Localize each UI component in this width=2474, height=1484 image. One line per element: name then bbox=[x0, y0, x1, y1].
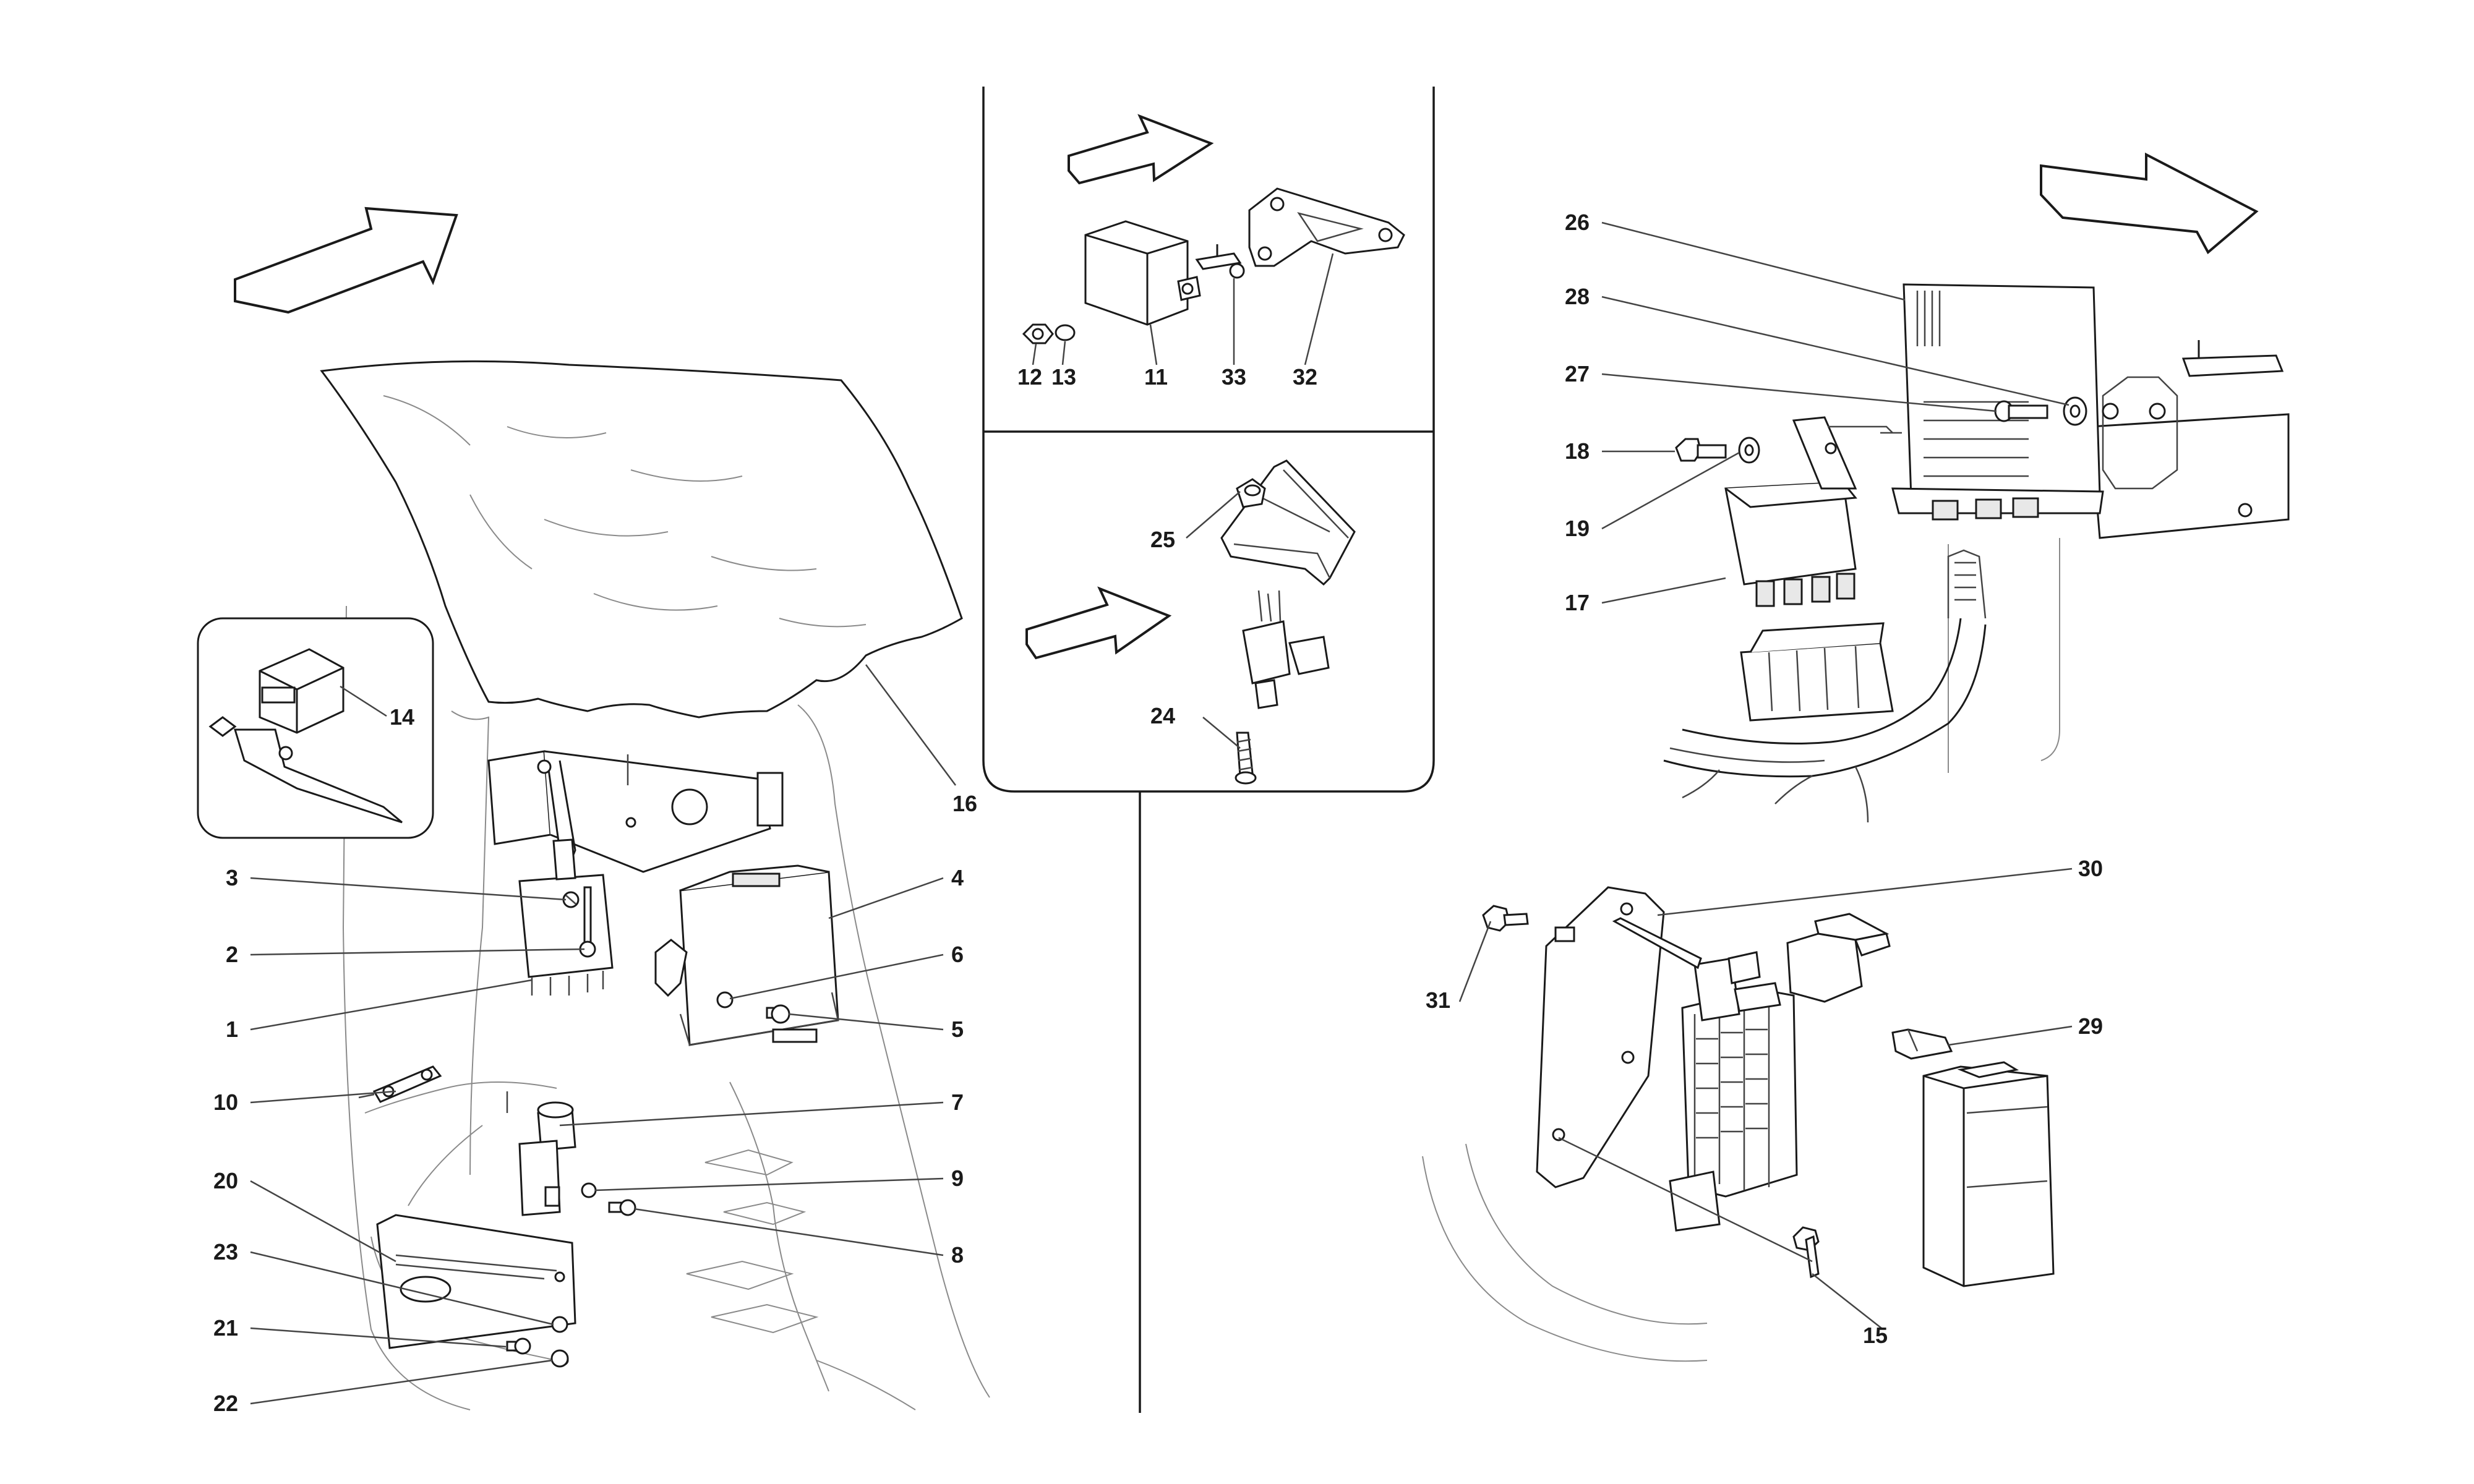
callout-17: 17 bbox=[1565, 590, 1590, 615]
callout-28: 28 bbox=[1565, 284, 1590, 309]
washer-6 bbox=[716, 991, 734, 1009]
callout-13: 13 bbox=[1051, 364, 1076, 390]
callout-2: 2 bbox=[226, 942, 238, 967]
switch-7 bbox=[506, 1091, 636, 1216]
bracket-20 bbox=[376, 1214, 576, 1368]
washer-19 bbox=[1738, 437, 1760, 464]
bracket-32 bbox=[1248, 187, 1405, 267]
top-center-panel bbox=[1022, 187, 1405, 344]
callout-16: 16 bbox=[952, 791, 977, 816]
screw-24 bbox=[1235, 731, 1257, 785]
callout-30: 30 bbox=[2078, 856, 2103, 881]
nut-22 bbox=[550, 1349, 569, 1368]
callout-21: 21 bbox=[213, 1315, 238, 1341]
panel-dividers bbox=[982, 87, 1435, 1413]
relay-bracket-assembly bbox=[487, 750, 784, 996]
direction-arrow-left bbox=[234, 207, 458, 314]
washer-9 bbox=[581, 1182, 597, 1198]
screw-15 bbox=[1792, 1226, 1820, 1279]
fuse-holder bbox=[1786, 913, 1891, 1003]
callout-25: 25 bbox=[1150, 527, 1175, 552]
callout-31: 31 bbox=[1426, 987, 1450, 1013]
callout-8: 8 bbox=[951, 1242, 964, 1268]
callout-3: 3 bbox=[226, 865, 238, 890]
callout-12: 12 bbox=[1017, 364, 1042, 390]
leader-lines bbox=[250, 221, 2073, 1405]
blade-fuse-29 bbox=[1891, 1028, 1953, 1060]
control-unit-26 bbox=[1880, 283, 2104, 521]
stud-33 bbox=[1195, 244, 1245, 279]
washer-13 bbox=[1055, 324, 1076, 341]
callout-20: 20 bbox=[213, 1168, 238, 1193]
callout-24: 24 bbox=[1150, 703, 1175, 728]
direction-arrows bbox=[234, 114, 2259, 660]
bolt-stud bbox=[1612, 917, 1702, 970]
relay-1 bbox=[518, 874, 614, 978]
callout-18: 18 bbox=[1565, 438, 1590, 464]
screw-31 bbox=[1482, 905, 1529, 932]
callout-7: 7 bbox=[951, 1090, 964, 1115]
callout-4: 4 bbox=[951, 865, 964, 890]
body-structure bbox=[342, 605, 990, 1410]
callout-labels: 3 2 1 4 6 5 10 7 9 8 20 23 21 22 14 16 1… bbox=[213, 210, 2103, 1416]
direction-arrow-middle bbox=[1025, 586, 1172, 660]
callout-33: 33 bbox=[1222, 364, 1246, 390]
callout-15: 15 bbox=[1863, 1323, 1888, 1348]
right-bottom-panel bbox=[1422, 886, 2055, 1362]
direction-arrow-right bbox=[2040, 152, 2259, 255]
callout-9: 9 bbox=[951, 1166, 964, 1191]
callout-1: 1 bbox=[226, 1017, 238, 1042]
callout-22: 22 bbox=[213, 1391, 238, 1416]
middle-center-panel bbox=[1220, 459, 1356, 785]
control-unit-4 bbox=[654, 864, 839, 1046]
inset-detail-frame bbox=[197, 617, 434, 839]
connector-block bbox=[1740, 622, 1894, 722]
mounting-plate-30 bbox=[1536, 886, 1665, 1188]
relay-11 bbox=[1084, 220, 1201, 326]
relay-17 bbox=[1724, 416, 1893, 607]
callout-23: 23 bbox=[213, 1239, 238, 1264]
callout-6: 6 bbox=[951, 942, 964, 967]
washer-28 bbox=[2063, 396, 2087, 426]
bracket-10 bbox=[358, 1065, 442, 1103]
screw-2 bbox=[583, 886, 592, 944]
callout-11: 11 bbox=[1144, 364, 1168, 390]
callout-32: 32 bbox=[1293, 364, 1317, 390]
callout-26: 26 bbox=[1565, 210, 1590, 235]
screw-18 bbox=[1675, 438, 1727, 462]
nut-12 bbox=[1022, 323, 1054, 344]
right-top-panel bbox=[1663, 283, 2290, 823]
connector-sensor bbox=[1242, 590, 1330, 709]
left-panel bbox=[197, 360, 990, 1410]
fuse-block bbox=[1669, 951, 1798, 1232]
callout-19: 19 bbox=[1565, 516, 1590, 541]
trim-cover-16 bbox=[320, 360, 963, 719]
fuse-box-cover bbox=[1922, 1061, 2055, 1287]
callout-29: 29 bbox=[2078, 1013, 2103, 1039]
direction-arrow-top bbox=[1068, 114, 1214, 185]
callout-5: 5 bbox=[951, 1017, 964, 1042]
wiring-harness bbox=[1663, 549, 1987, 823]
nut-23 bbox=[551, 1316, 568, 1333]
callout-14: 14 bbox=[390, 704, 414, 730]
sensor-bracket-25 bbox=[1220, 459, 1356, 586]
relay-14 bbox=[208, 648, 403, 824]
callout-27: 27 bbox=[1565, 361, 1590, 386]
callout-10: 10 bbox=[213, 1090, 238, 1115]
